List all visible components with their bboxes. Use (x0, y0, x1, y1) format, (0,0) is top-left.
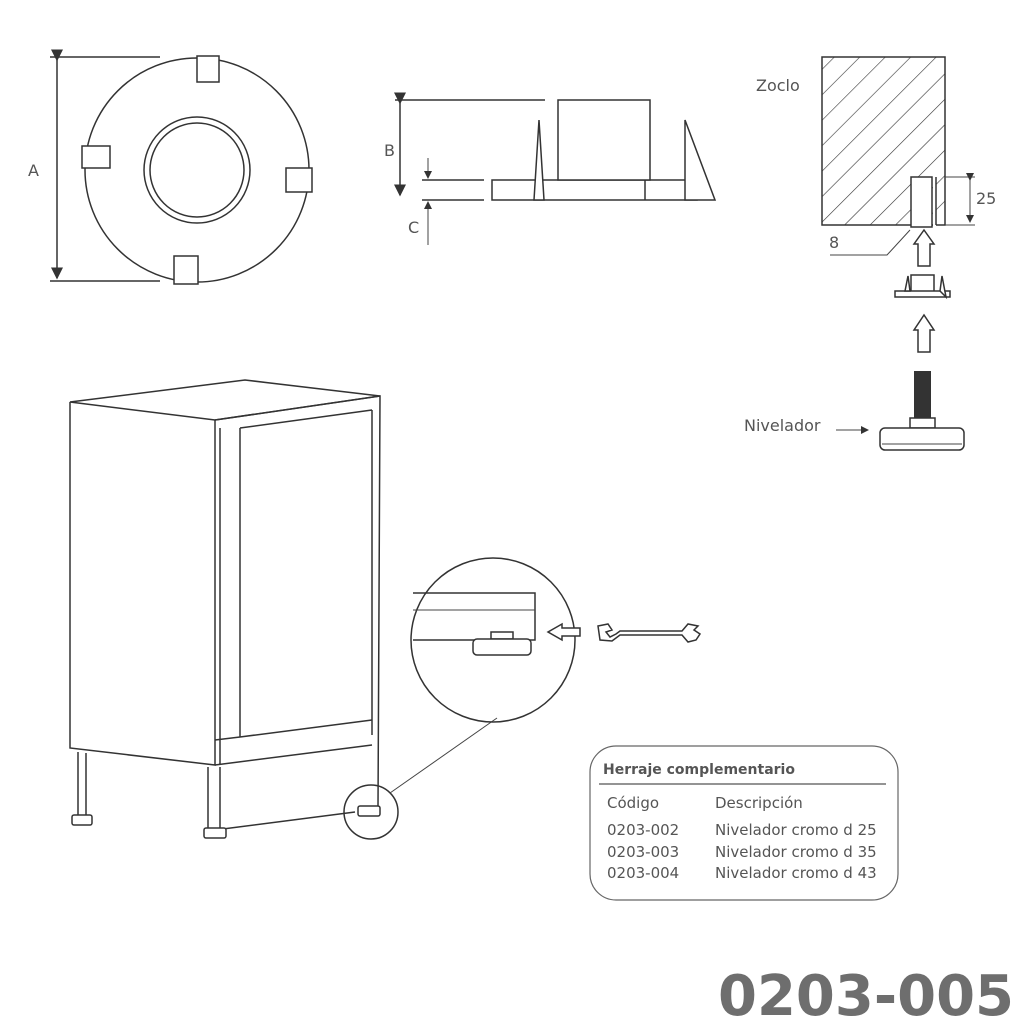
clip-top-view: A (28, 49, 313, 285)
complementary-hardware-table: Herraje complementario Código Descripció… (589, 745, 899, 901)
cabinet-drawing (69, 379, 498, 840)
slot-width-label: 8 (829, 233, 839, 252)
table-cell-description: Nivelador cromo d 43 (715, 864, 877, 882)
slot-depth-label: 25 (976, 189, 996, 208)
product-code: 0203-005 (718, 964, 1014, 1024)
dimension-a-label: A (28, 161, 39, 180)
dimension-b-label: B (384, 141, 395, 160)
clip-profile-view: B C (384, 92, 717, 245)
table-cell-code: 0203-004 (607, 864, 679, 882)
column-header-description: Descripción (715, 794, 803, 812)
table-title: Herraje complementario (603, 762, 795, 778)
zoclo-label: Zoclo (756, 76, 800, 95)
column-header-code: Código (607, 794, 659, 812)
leveler-detail-view (410, 557, 702, 723)
table-cell-code: 0203-002 (607, 821, 679, 839)
table-cell-description: Nivelador cromo d 35 (715, 843, 877, 861)
up-arrow-icon (912, 313, 936, 353)
up-arrow-icon (912, 228, 936, 267)
zoclo-assembly: Zoclo 25 8 Nivelador (744, 56, 996, 451)
table-cell-description: Nivelador cromo d 25 (715, 821, 877, 839)
left-arrow-icon (546, 622, 581, 642)
wrench-icon (597, 623, 702, 643)
dimension-c-label: C (408, 218, 419, 237)
clip-side-small (894, 274, 951, 300)
nivelador-label: Nivelador (744, 416, 821, 435)
leveler-foot (879, 371, 965, 451)
table-cell-code: 0203-003 (607, 843, 679, 861)
